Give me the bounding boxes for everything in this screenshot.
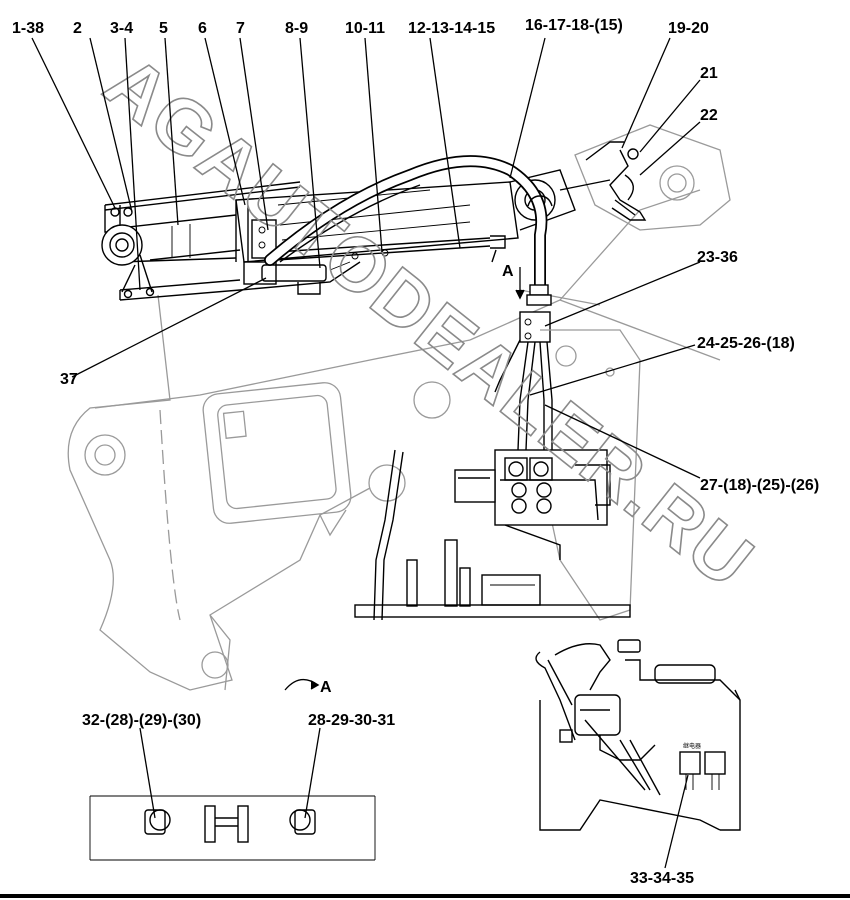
- label-3-4: 3-4: [110, 20, 133, 37]
- label-19-20: 19-20: [668, 20, 709, 37]
- label-24-26: 24-25-26-(18): [697, 335, 795, 352]
- view-a-detail: [89, 795, 376, 861]
- label-2: 2: [73, 20, 82, 37]
- bracket-assembly: [585, 141, 647, 221]
- label-6: 6: [198, 20, 207, 37]
- leader-lines: [31, 37, 701, 869]
- background-linkage-outline: [67, 124, 731, 691]
- label-32: 32-(28)-(29)-(30): [82, 712, 201, 729]
- control-valve-assembly: [354, 329, 641, 621]
- label-1-38: 1-38: [12, 20, 44, 37]
- label-28-31: 28-29-30-31: [308, 712, 395, 729]
- label-27: 27-(18)-(25)-(26): [700, 477, 819, 494]
- joystick-panel: 继电器: [535, 639, 741, 831]
- label-37: 37: [60, 371, 78, 388]
- label-33-35: 33-34-35: [630, 870, 694, 887]
- view-arrow-label: A: [502, 263, 514, 280]
- view-a-label: A: [320, 679, 332, 696]
- relay-label: 继电器: [683, 742, 701, 750]
- watermark: AGAUTODEALER.RU: [89, 40, 769, 605]
- label-8-9: 8-9: [285, 20, 308, 37]
- label-21: 21: [700, 65, 718, 82]
- label-7: 7: [236, 20, 245, 37]
- hose-lines: [264, 155, 553, 451]
- label-22: 22: [700, 107, 718, 124]
- label-5: 5: [159, 20, 168, 37]
- label-12-15: 12-13-14-15: [408, 20, 495, 37]
- label-23-36: 23-36: [697, 249, 738, 266]
- label-10-11: 10-11: [345, 20, 385, 37]
- part-labels: 1-38 2 3-4 5 6 7 8-9 10-11 12-13-14-15 1…: [12, 17, 819, 887]
- label-16-18: 16-17-18-(15): [525, 17, 623, 34]
